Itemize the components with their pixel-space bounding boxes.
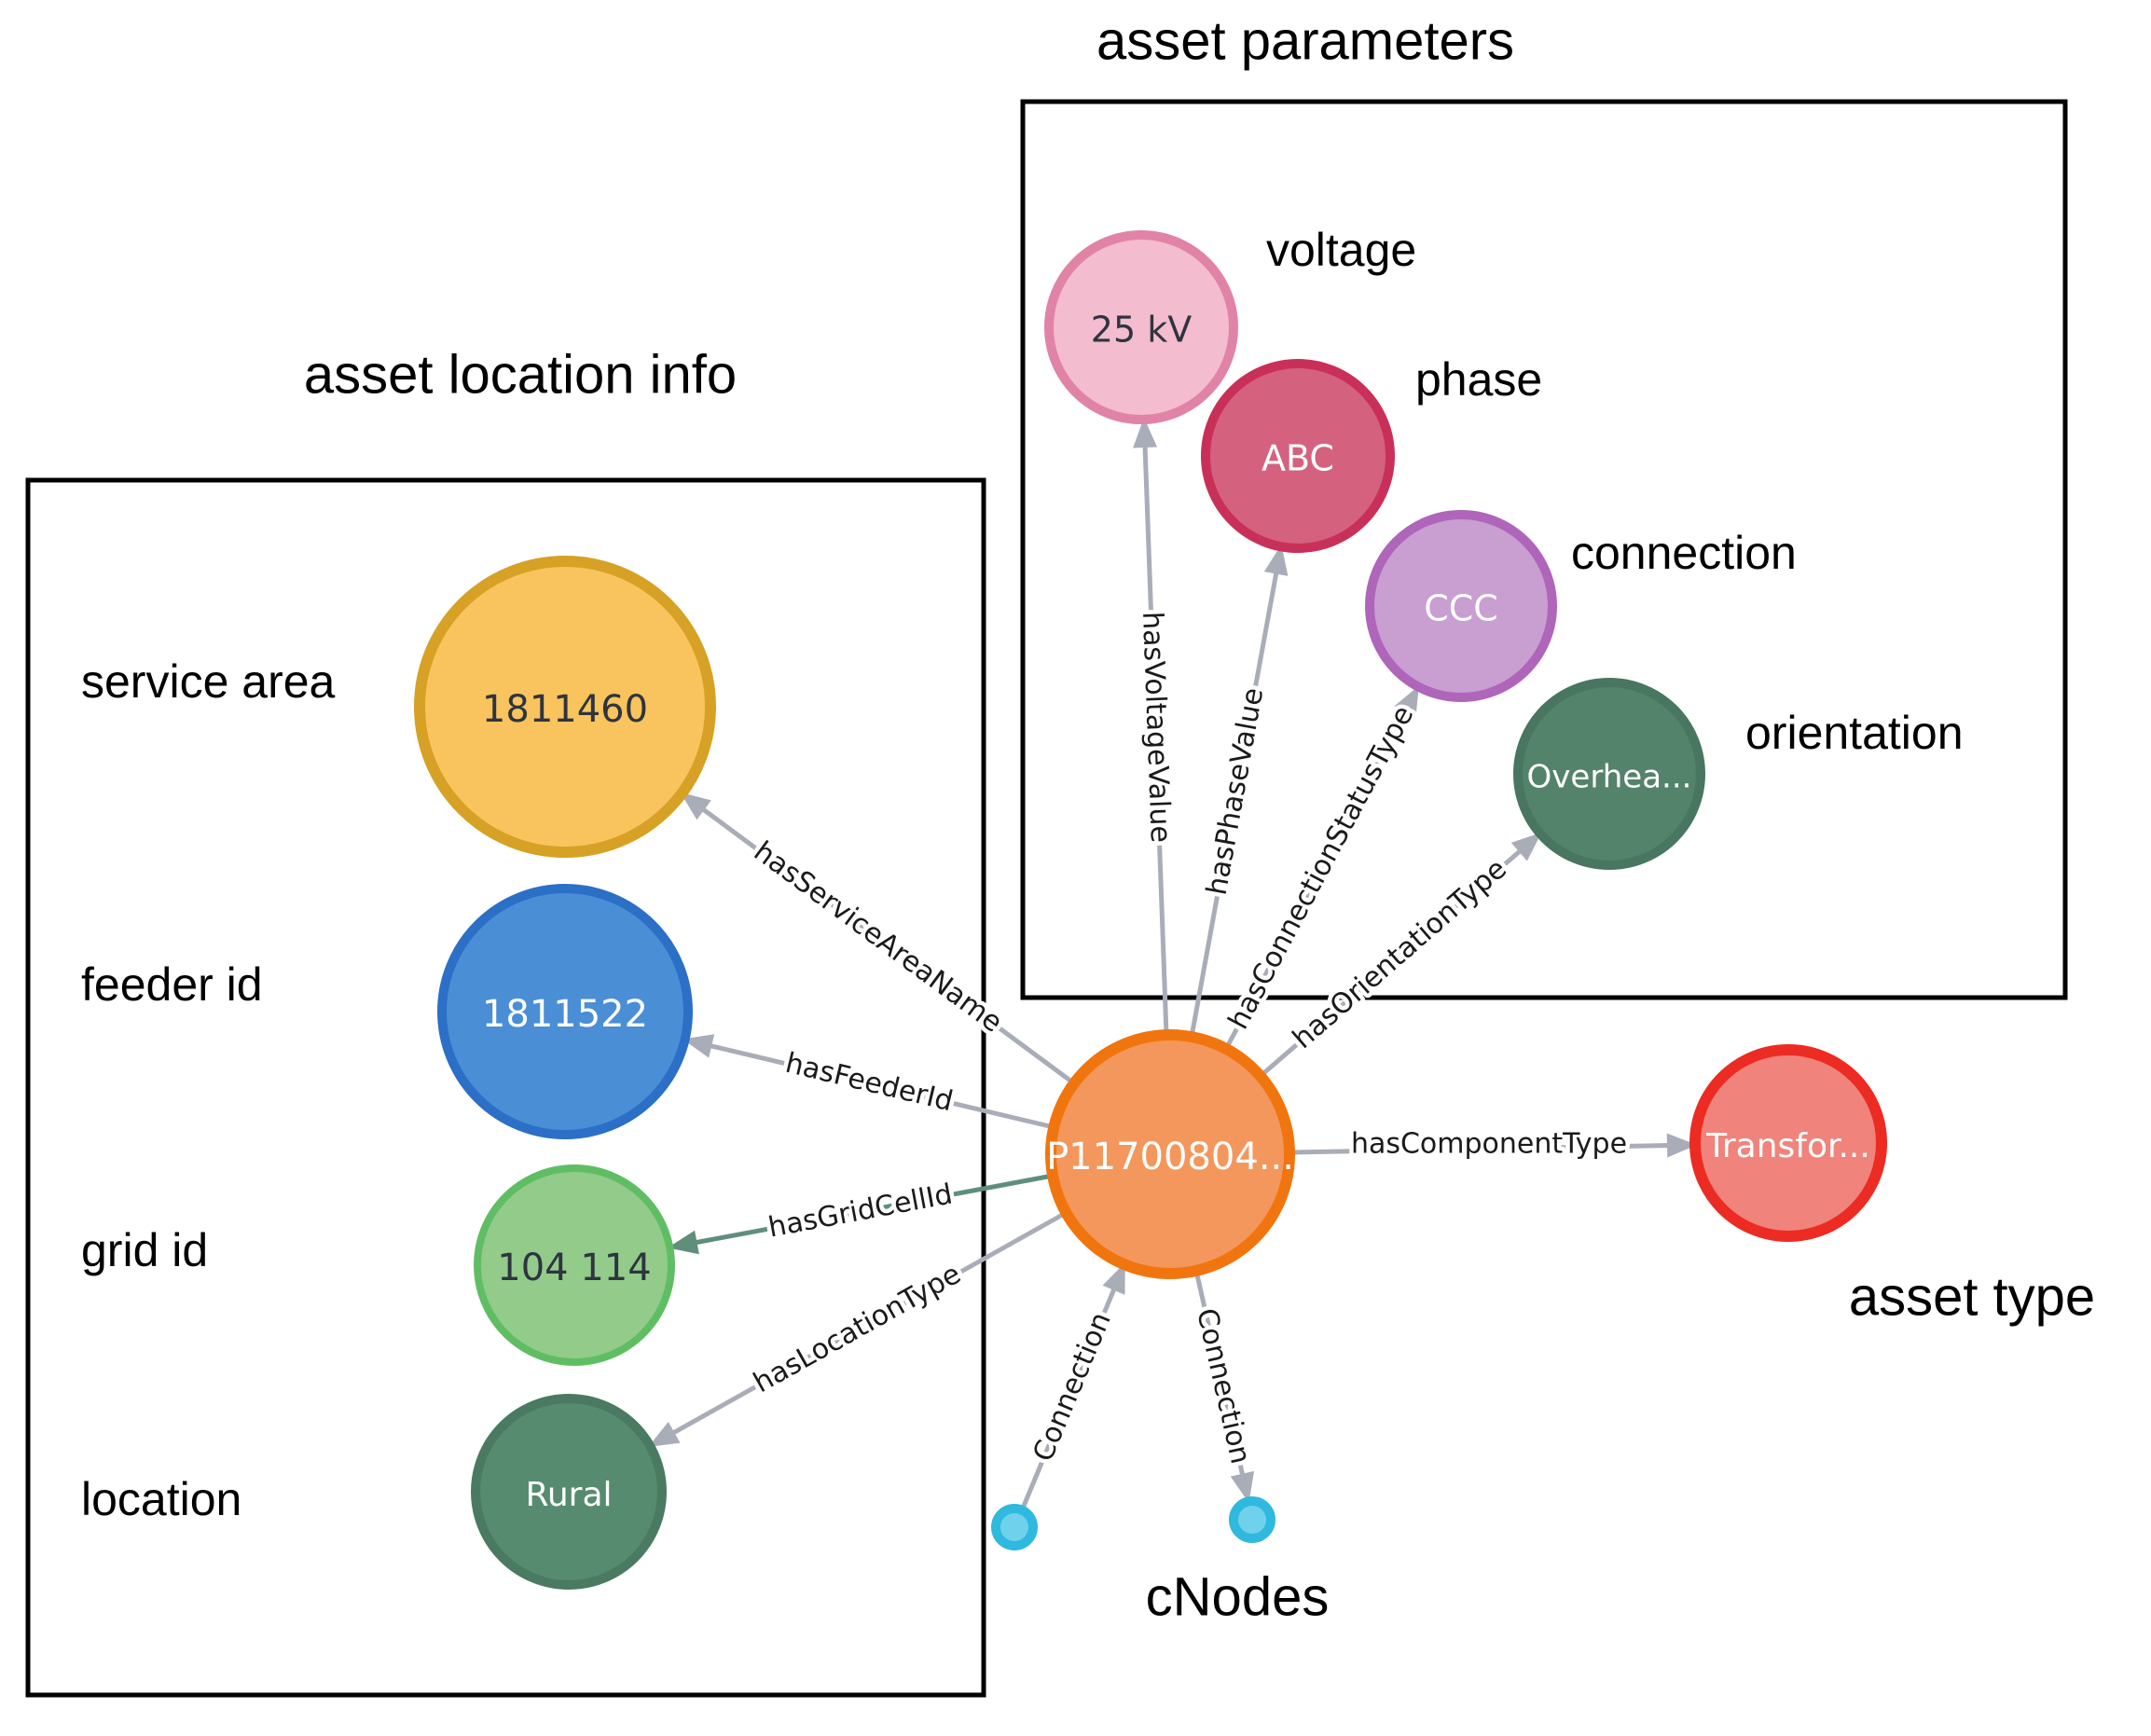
edge-connection-left xyxy=(1019,1262,1127,1511)
title-asset-location-info: asset location info xyxy=(304,344,737,405)
edge-connection-right xyxy=(1193,1270,1255,1503)
label-voltage: voltage xyxy=(1266,224,1416,276)
edge-has-connection-status-type xyxy=(1223,685,1421,1051)
node-label-orientation: Overhea... xyxy=(1527,759,1692,796)
node-label-connection: CCC xyxy=(1424,588,1498,629)
node-asset-type[interactable] xyxy=(1689,1044,1887,1242)
node-service-area[interactable] xyxy=(414,556,716,858)
edge-has-grid-cell-id xyxy=(668,1173,1054,1255)
edge-has-feeder-id xyxy=(683,1034,1055,1130)
asset-parameters-box xyxy=(1020,99,2068,1000)
node-label-asset-type: Transfor... xyxy=(1705,1127,1870,1165)
label-location: location xyxy=(81,1473,241,1525)
node-label-phase: ABC xyxy=(1262,438,1334,479)
node-grid-id[interactable] xyxy=(474,1164,675,1366)
edge-has-phase-value xyxy=(1189,544,1289,1038)
node-label-grid-id: 104 114 xyxy=(497,1247,651,1289)
node-voltage[interactable] xyxy=(1044,230,1238,424)
node-label-feeder-id: 1811522 xyxy=(482,993,648,1036)
label-connection: connection xyxy=(1571,527,1797,579)
label-orientation: orientation xyxy=(1745,707,1964,759)
label-service-area: service area xyxy=(81,655,336,708)
edge-label-has-component-type: hasComponentType xyxy=(1351,1128,1627,1161)
edge-label-has-service-area-name: hasServiceAreaName xyxy=(748,835,1009,1040)
node-label-voltage: 25 kV xyxy=(1091,310,1192,351)
asset-location-info-box xyxy=(25,477,986,1698)
edge-has-component-type xyxy=(1289,1133,1697,1158)
node-label-central-asset: P11700804... xyxy=(1046,1136,1294,1178)
label-feeder-id: feeder id xyxy=(81,958,263,1011)
node-label-service-area: 1811460 xyxy=(482,688,648,731)
node-feeder-id[interactable] xyxy=(437,884,693,1139)
label-grid-id: grid id xyxy=(81,1224,208,1276)
title-asset-type: asset type xyxy=(1849,1266,2095,1327)
edge-has-service-area-name xyxy=(680,791,1076,1086)
edge-label-has-grid-cell-id: hasGridCellId xyxy=(765,1178,955,1244)
node-orientation[interactable] xyxy=(1513,678,1705,870)
edge-has-orientation-type xyxy=(1259,832,1542,1078)
edge-label-has-feeder-id: hasFeederId xyxy=(782,1047,956,1119)
node-label-location: Rural xyxy=(525,1476,612,1514)
node-central-asset[interactable] xyxy=(1045,1029,1295,1279)
node-cnode-left[interactable] xyxy=(991,1504,1038,1550)
title-asset-parameters: asset parameters xyxy=(1096,10,1514,71)
node-phase[interactable] xyxy=(1201,359,1395,553)
node-connection[interactable] xyxy=(1365,510,1557,702)
edge-label-has-location-type: hasLocationType xyxy=(748,1258,966,1399)
title-cnodes: cNodes xyxy=(1146,1566,1330,1627)
edge-label-has-voltage-value: hasVoltageValue xyxy=(1136,611,1177,843)
edge-label-connection-left: Connection xyxy=(1027,1308,1118,1467)
node-location[interactable] xyxy=(471,1394,667,1590)
edge-label-has-phase-value: hasPhaseValue xyxy=(1201,685,1271,898)
edge-label-connection-right: Connection xyxy=(1190,1305,1257,1467)
edge-has-location-type xyxy=(648,1210,1068,1449)
label-phase: phase xyxy=(1415,353,1542,406)
edge-has-voltage-value xyxy=(1133,418,1169,1036)
node-cnode-right[interactable] xyxy=(1229,1496,1275,1543)
